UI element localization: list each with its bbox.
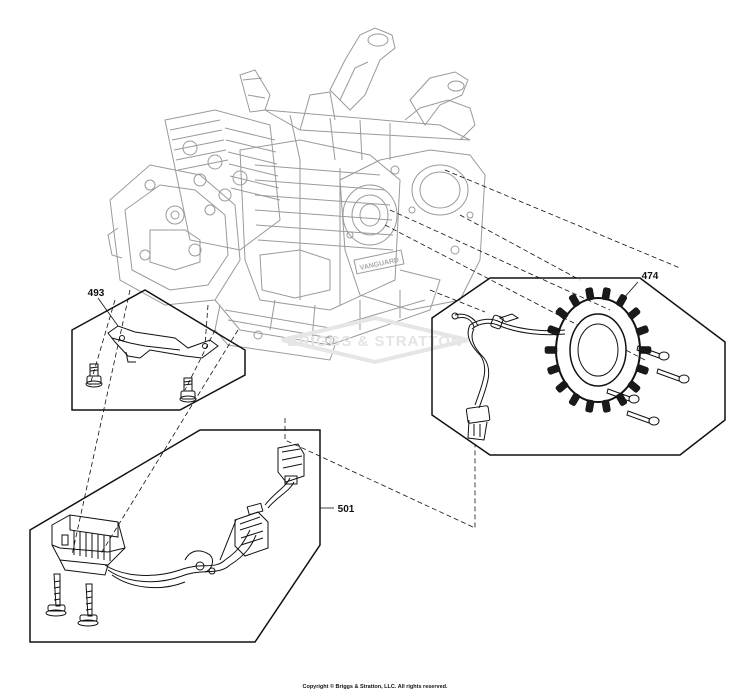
watermark-text: BRIGGS & STRATTON xyxy=(287,333,463,350)
group-501-outline xyxy=(29,429,321,643)
stator-pole xyxy=(601,287,611,301)
regulator-connector-main xyxy=(234,502,269,557)
copyright-notice: Copyright © Briggs & Stratton, LLC. All … xyxy=(302,684,448,690)
callout-474-leader xyxy=(621,281,639,301)
group-493-bracket[interactable]: 493 xyxy=(71,288,246,411)
bolt-head xyxy=(678,374,690,384)
callout-493-leader xyxy=(97,297,119,327)
stator-bolts xyxy=(606,345,690,426)
bolt-shank xyxy=(606,388,631,402)
bolt-shank xyxy=(656,368,681,382)
stator-pole xyxy=(601,399,611,413)
stator-pole xyxy=(544,346,558,354)
stator-pole xyxy=(627,380,641,393)
stator-pole xyxy=(615,392,628,406)
brand-watermark: BRIGGS & STRATTON xyxy=(281,315,469,365)
stator-pole xyxy=(547,364,561,375)
group-493-outline xyxy=(71,289,246,411)
stator xyxy=(544,287,652,413)
bolt-shank xyxy=(626,410,651,424)
stator-pole xyxy=(635,325,649,336)
stator-pole xyxy=(555,380,569,393)
bolt-head xyxy=(648,416,660,426)
stator-wire-harness xyxy=(451,312,566,409)
callout-474: 474 xyxy=(642,271,659,282)
group-474-outline xyxy=(431,277,726,456)
bolt-head xyxy=(658,351,670,361)
stator-pole xyxy=(627,307,641,320)
regulator-wire-harness xyxy=(104,477,295,589)
engine-block xyxy=(108,28,485,360)
stator-pole xyxy=(585,399,595,413)
bolt-shank xyxy=(636,345,661,359)
regulator-connector-small xyxy=(277,443,305,485)
stator-pole xyxy=(568,392,581,406)
stator-pole xyxy=(635,364,649,375)
stator-connector xyxy=(465,405,491,441)
stator-pole xyxy=(555,307,569,320)
bolt-head xyxy=(628,394,640,404)
regulator-screw-right xyxy=(77,583,99,627)
mounting-bracket xyxy=(107,325,219,363)
stator-pole xyxy=(568,294,581,308)
callout-493: 493 xyxy=(88,288,105,299)
bracket-screw-left xyxy=(85,363,103,388)
callout-501: 501 xyxy=(338,504,355,515)
engine-plate: VANGUARD xyxy=(359,257,400,272)
stator-pole xyxy=(585,287,595,301)
bracket-screw-right xyxy=(179,377,197,403)
regulator-rectifier xyxy=(51,514,126,576)
regulator-screw-left xyxy=(45,573,67,617)
group-474-alternator[interactable]: 474 xyxy=(431,271,726,456)
group-501-regulator[interactable]: 501 xyxy=(29,429,355,643)
